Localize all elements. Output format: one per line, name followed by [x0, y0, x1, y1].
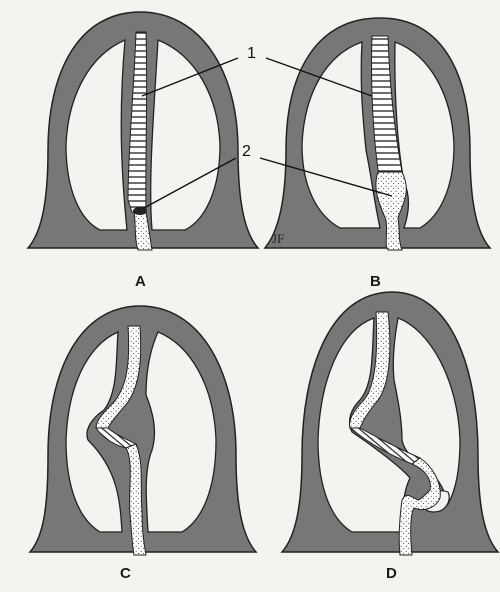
callout-1-number: 1	[247, 45, 256, 62]
panel-b-label: B	[370, 273, 381, 290]
callout-2-number: 2	[242, 143, 251, 160]
panel-c-label: C	[120, 565, 131, 582]
panel-d: D	[282, 292, 498, 582]
artist-initials: JF	[272, 231, 284, 246]
panel-a: A	[28, 12, 258, 290]
panel-d-label: D	[386, 565, 397, 582]
panel-c-outer-wall	[30, 306, 256, 552]
panel-b: JF B	[265, 18, 490, 290]
panel-a-label: A	[135, 273, 146, 290]
panel-c: C	[30, 306, 256, 582]
